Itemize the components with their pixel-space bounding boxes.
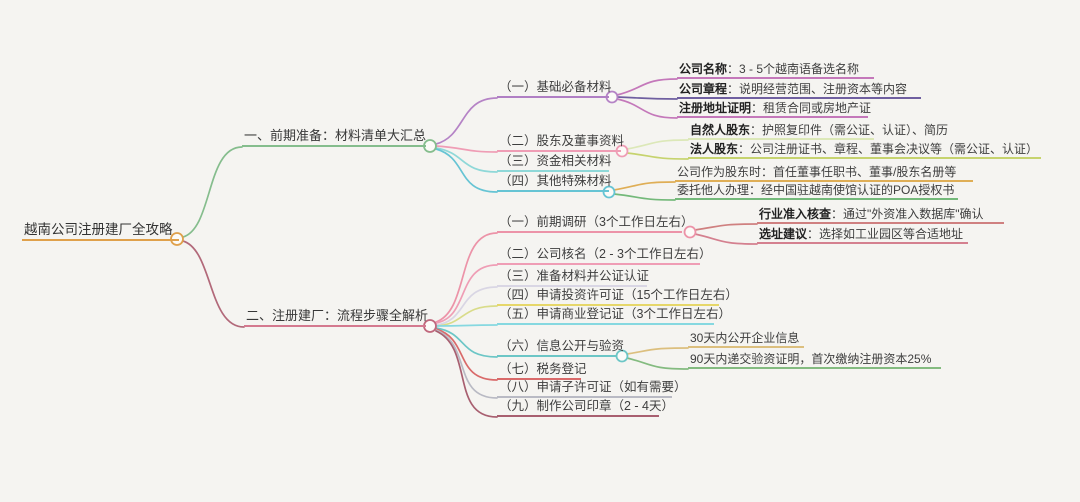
leaf-term: 选址建议: [759, 227, 808, 241]
leaf-text: 30天内公开企业信息: [690, 331, 800, 345]
leaf-term: 自然人股东: [690, 123, 751, 137]
step-preliminary-research[interactable]: （一）前期调研（3个工作日左右）: [497, 215, 693, 233]
node-label: （一）基础必备材料: [499, 80, 612, 94]
research-toggle-circle[interactable]: [683, 225, 697, 239]
leaf-text: ：租赁合同或房地产证: [751, 101, 872, 115]
link-site-selection: [694, 233, 758, 245]
link-b2-step7: [435, 328, 498, 381]
leaf-company-name[interactable]: 公司名称：3 - 5个越南语备选名称: [677, 62, 874, 79]
link-company-charter: [616, 96, 678, 100]
link-company-as-shareholder: [613, 181, 676, 191]
leaf-company-charter[interactable]: 公司章程：说明经营范围、注册资本等内容: [677, 82, 921, 99]
link-root-branch2: [182, 240, 245, 328]
step-company-seal[interactable]: （九）制作公司印章（2 - 4天）: [497, 399, 674, 417]
leaf-text: ：说明经营范围、注册资本等内容: [727, 82, 908, 96]
node-label: （四）其他特殊材料: [499, 174, 612, 188]
leaf-text: ：通过"外资准入数据库"确认: [831, 207, 984, 221]
node-label: （四）申请投资许可证（15个工作日左右）: [499, 288, 738, 302]
root-node[interactable]: 越南公司注册建厂全攻略: [22, 221, 179, 241]
step-prepare-notarize-materials[interactable]: （三）准备材料并公证认证: [497, 269, 650, 287]
link-root-branch1: [182, 146, 243, 238]
link-b1-shareholders: [435, 145, 498, 153]
step-sub-license[interactable]: （八）申请子许可证（如有需要）: [497, 380, 687, 398]
leaf-corporate-shareholder[interactable]: 法人股东：公司注册证书、章程、董事会决议等（需公证、认证）: [688, 142, 1041, 159]
link-b2-step8: [435, 329, 498, 399]
leaf-text: ：3 - 5个越南语备选名称: [727, 62, 860, 76]
step-investment-license[interactable]: （四）申请投资许可证（15个工作日左右）: [497, 288, 738, 306]
leaf-text: 委托他人办理：经中国驻越南使馆认证的POA授权书: [677, 183, 955, 197]
node-label: （二）公司核名（2 - 3个工作日左右）: [499, 247, 712, 261]
leaf-90day-capital-verification[interactable]: 90天内递交验资证明，首次缴纳注册资本25%: [688, 352, 941, 369]
node-label: （六）信息公开与验资: [499, 339, 625, 353]
leaf-industry-access-check[interactable]: 行业准入核查：通过"外资准入数据库"确认: [757, 207, 1004, 224]
link-corporate-shareholder: [626, 152, 689, 160]
leaf-text: ：护照复印件（需公证、认证）、简历: [750, 123, 949, 137]
node-label: （一）前期调研（3个工作日左右）: [499, 215, 694, 229]
branch-phase1-preparation[interactable]: 一、前期准备：材料清单大汇总: [242, 128, 426, 147]
node-label: （三）资金相关材料: [499, 154, 612, 168]
node-capital-related-materials[interactable]: （三）资金相关材料: [497, 154, 612, 172]
leaf-term: 公司章程: [679, 82, 728, 96]
node-label: （二）股东及董事资料: [499, 134, 625, 148]
step-info-disclosure-verification[interactable]: （六）信息公开与验资: [497, 339, 624, 357]
special-toggle-circle[interactable]: [602, 185, 616, 199]
branch-phase2-registration[interactable]: 二、注册建厂：流程步骤全解析: [244, 308, 429, 327]
leaf-company-as-shareholder[interactable]: 公司作为股东时：首任董事任职书、董事/股东名册等: [675, 165, 973, 182]
leaf-term: 注册地址证明: [679, 101, 752, 115]
leaf-text: ：选择如工业园区等合适地址: [807, 227, 964, 241]
node-label: （五）申请商业登记证（3个工作日左右）: [499, 307, 731, 321]
link-b1-special: [435, 148, 498, 193]
root-label: 越南公司注册建厂全攻略: [24, 222, 173, 237]
branch-label: 一、前期准备：材料清单大汇总: [244, 128, 427, 143]
step-company-name-check[interactable]: （二）公司核名（2 - 3个工作日左右）: [497, 247, 712, 265]
link-natural-shareholder: [626, 139, 689, 150]
leaf-text: 90天内递交验资证明，首次缴纳注册资本25%: [690, 352, 932, 366]
leaf-text: 公司作为股东时：首任董事任职书、董事/股东名册等: [677, 165, 957, 179]
link-30day: [626, 347, 689, 355]
link-b2-step4: [435, 305, 498, 327]
leaf-term: 法人股东: [690, 142, 739, 156]
node-label: （七）税务登记: [499, 362, 587, 376]
node-label: （三）准备材料并公证认证: [499, 269, 650, 283]
link-company-name: [616, 78, 678, 96]
step-tax-registration[interactable]: （七）税务登记: [497, 362, 587, 380]
branch-label: 二、注册建厂：流程步骤全解析: [246, 308, 429, 323]
link-b1-capital: [435, 147, 498, 173]
node-other-special-materials[interactable]: （四）其他特殊材料: [497, 174, 612, 192]
link-b2-step9: [435, 330, 498, 418]
step-business-registration-cert[interactable]: （五）申请商业登记证（3个工作日左右）: [497, 307, 731, 325]
leaf-site-selection-advice[interactable]: 选址建议：选择如工业园区等合适地址: [757, 227, 968, 244]
link-address-proof: [616, 98, 678, 119]
leaf-term: 行业准入核查: [759, 207, 832, 221]
link-b2-step5: [435, 324, 498, 327]
link-90day: [626, 357, 689, 370]
leaf-natural-person-shareholder[interactable]: 自然人股东：护照复印件（需公证、认证）、简历: [688, 123, 948, 140]
link-b2-step3: [435, 286, 498, 326]
leaf-entrust-agent[interactable]: 委托他人办理：经中国驻越南使馆认证的POA授权书: [675, 183, 958, 200]
link-entrust-agent: [613, 193, 676, 201]
link-b2-step2: [435, 264, 498, 324]
link-b2-step6: [435, 327, 498, 358]
link-b1-materials: [435, 97, 498, 145]
leaf-30day-info-disclosure[interactable]: 30天内公开企业信息: [688, 331, 804, 348]
leaf-term: 公司名称: [679, 62, 728, 76]
node-label: （九）制作公司印章（2 - 4天）: [499, 399, 675, 413]
leaf-registered-address-proof[interactable]: 注册地址证明：租赁合同或房地产证: [677, 101, 872, 118]
link-b2-step1: [435, 232, 498, 323]
link-industry-check: [694, 223, 758, 231]
node-label: （八）申请子许可证（如有需要）: [499, 380, 687, 394]
leaf-text: ：公司注册证书、章程、董事会决议等（需公证、认证）: [738, 142, 1039, 156]
node-basic-required-materials[interactable]: （一）基础必备材料: [497, 80, 612, 98]
node-shareholder-director-info[interactable]: （二）股东及董事资料: [497, 134, 625, 152]
